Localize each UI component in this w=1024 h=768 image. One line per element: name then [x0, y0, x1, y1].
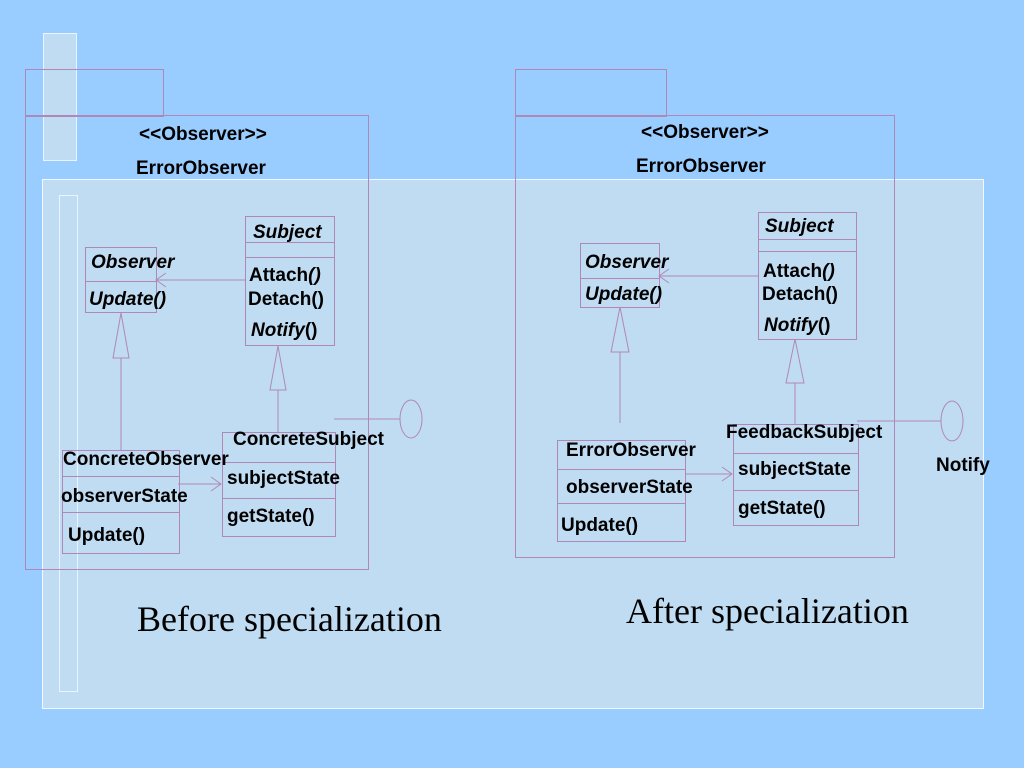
feedback-subject-name-right: FeedbackSubject: [726, 422, 883, 443]
subject-attach-method-left: Attach(): [249, 265, 321, 286]
package-tab-right: [515, 69, 667, 117]
content-panel: [42, 179, 984, 709]
feedback-subject-method-right: getState(): [738, 498, 826, 519]
dependency-arrowhead-left: [210, 476, 222, 492]
package-body-right: [515, 115, 895, 558]
subject-generalization-triangle-left: [269, 345, 287, 391]
stereotype-label-right: <<Observer>>: [641, 122, 769, 143]
subject-detach-method-left: Detach(): [248, 289, 325, 310]
package-name-right: ErrorObserver: [636, 156, 766, 177]
observer-class-name-right: Observer: [585, 252, 669, 273]
decorative-bar-top: [43, 33, 77, 161]
observer-update-method-right: Update(): [585, 284, 663, 305]
feedback-subject-attribute-right: subjectState: [738, 459, 851, 480]
caption-before-specialization: Before specialization: [137, 599, 442, 639]
error-observer-attribute-right: observerState: [566, 477, 693, 498]
subject-class-name-left: Subject: [253, 222, 322, 243]
concrete-subject-name-left: ConcreteSubject: [233, 429, 384, 450]
subject-notify-method-left: Notify(): [251, 320, 318, 341]
subject-class-name-right: Subject: [765, 216, 834, 237]
package-name-left: ErrorObserver: [136, 158, 266, 179]
interface-circle-right: [940, 400, 964, 442]
caption-after-specialization: After specialization: [626, 591, 909, 631]
error-observer-method-right: Update(): [561, 515, 639, 536]
dependency-arrowhead-right: [721, 466, 733, 482]
subject-notify-method-right: Notify(): [764, 315, 831, 336]
association-arrowhead-left: [155, 272, 167, 288]
association-arrowhead-right: [658, 268, 670, 284]
subject-class-box-left: [245, 216, 335, 346]
notify-interface-label-right: Notify: [936, 455, 990, 476]
subject-attach-method-right: Attach(): [763, 261, 835, 282]
subject-generalization-triangle-right: [785, 338, 805, 384]
stereotype-label-left: <<Observer>>: [139, 124, 267, 145]
package-tab-left: [25, 69, 164, 117]
observer-update-method-left: Update(): [89, 289, 167, 310]
concrete-observer-method-left: Update(): [68, 525, 146, 546]
concrete-observer-name-left: ConcreteObserver: [63, 449, 229, 470]
observer-generalization-triangle-left: [112, 312, 130, 359]
concrete-subject-method-left: getState(): [227, 506, 315, 527]
concrete-observer-class-box-left: [62, 450, 180, 554]
concrete-subject-attribute-left: subjectState: [227, 468, 340, 489]
observer-generalization-triangle-right: [610, 306, 630, 353]
concrete-subject-class-box-left: [222, 432, 336, 537]
package-body-left: [25, 115, 369, 570]
decorative-bar-inner: [59, 195, 78, 692]
feedback-subject-class-box-right: [733, 424, 859, 526]
subject-detach-method-right: Detach(): [762, 284, 839, 305]
concrete-observer-attribute-left: observerState: [61, 486, 188, 507]
error-observer-class-box-right: [557, 440, 686, 542]
error-observer-name-right: ErrorObserver: [566, 440, 696, 461]
observer-class-name-left: Observer: [91, 252, 175, 273]
subject-class-box-right: [758, 212, 857, 340]
interface-circle-left: [399, 399, 423, 439]
